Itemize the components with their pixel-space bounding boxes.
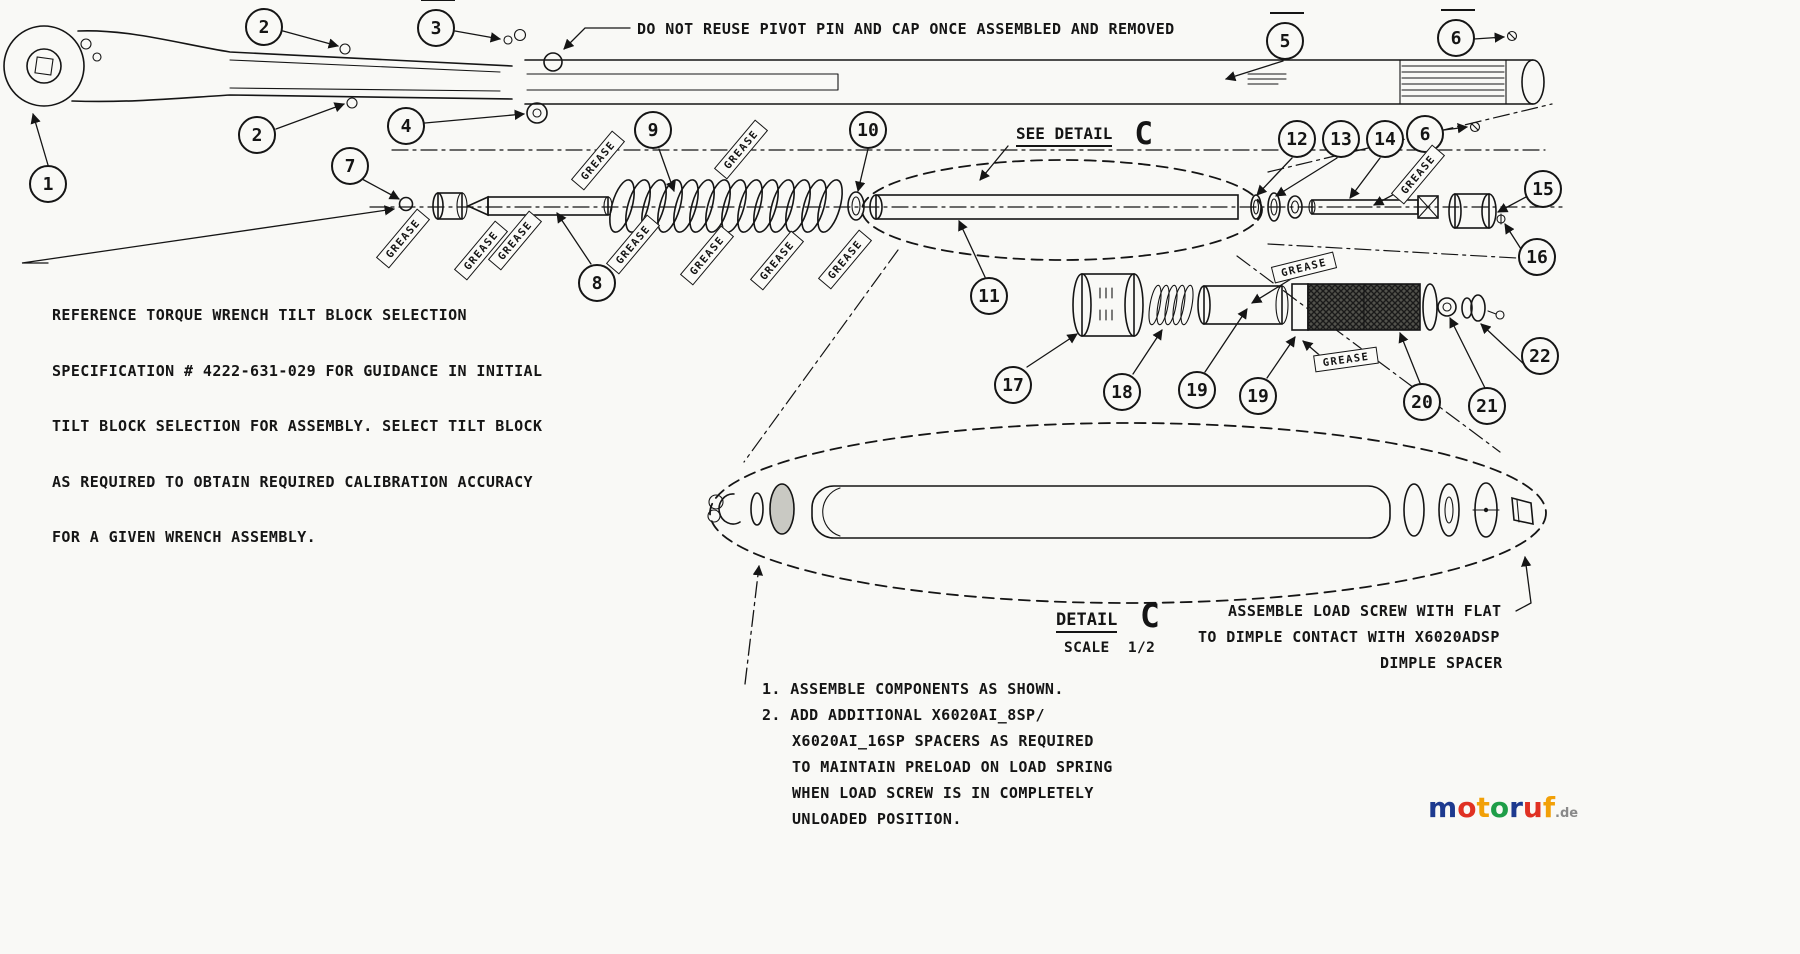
callout-balloon-22: 22: [1521, 337, 1559, 375]
callout-balloon-2a: 2: [245, 0, 283, 46]
reference-note-line: SPECIFICATION # 4222-631-029 FOR GUIDANC…: [52, 361, 543, 380]
detail-c-boundary-ellipse: [709, 422, 1547, 604]
knurled-grip-part-20: [1291, 283, 1438, 331]
load-screw-note-line: ASSEMBLE LOAD SCREW WITH FLAT: [1228, 602, 1502, 620]
assembly-note-line-2: 2. ADD ADDITIONAL X6020AI_8SP/: [762, 706, 1045, 724]
callout-balloon-3: 3: [417, 0, 455, 47]
retaining-clip-drawing: [707, 483, 795, 535]
load-screw-note-line: TO DIMPLE CONTACT WITH X6020ADSP: [1198, 628, 1500, 646]
see-detail-letter: C: [1134, 116, 1153, 152]
brand-marking-lines: [1247, 73, 1287, 85]
detail-spacers-drawing: [1403, 482, 1500, 538]
watermark-letter: o: [1489, 791, 1510, 824]
callout-leader-lines: [30, 30, 1528, 389]
load-screw-drawing: [1511, 496, 1534, 526]
load-screw-note-line: DIMPLE SPACER: [1380, 654, 1503, 672]
assembly-note-line-3: X6020AI_16SP SPACERS AS REQUIRED: [792, 732, 1094, 750]
end-cap-part-15: [1448, 193, 1497, 229]
callout-balloon-7: 7: [331, 147, 369, 185]
callout-balloon-14: 14: [1366, 120, 1404, 158]
preload-spring-part-18: [1146, 283, 1196, 327]
detail-scale-label: SCALE 1/2: [1064, 640, 1156, 656]
callout-balloon-1: 1: [29, 165, 67, 203]
exploded-parts-row-lower: [1072, 273, 1505, 337]
detail-label: DETAIL: [1056, 610, 1118, 633]
callout-balloon-17: 17: [994, 366, 1032, 404]
callout-balloon-8: 8: [578, 264, 616, 302]
pivot-pin-and-clip-drawing: [503, 28, 527, 45]
adjusting-cup-part-17: [1072, 273, 1144, 337]
tilt-block-part-8: [432, 192, 613, 220]
reference-note-line: REFERENCE TORQUE WRENCH TILT BLOCK SELEC…: [52, 306, 467, 324]
spring-seat-part-10: [847, 191, 865, 221]
exploded-parts-row-upper: [398, 159, 1506, 261]
load-screw-rod-drawing: [1308, 195, 1439, 219]
see-detail-label: SEE DETAIL: [1016, 124, 1113, 147]
note-leader-lines: [21, 27, 1532, 685]
callout-balloon-4: 4: [387, 107, 425, 145]
callout-balloon-2b: 2: [238, 116, 276, 154]
retaining-screw-glyphs: [1469, 30, 1518, 133]
callout-balloon-13: 13: [1322, 120, 1360, 158]
spacer-tube-part-19: [1197, 285, 1289, 325]
assembly-note-line-6: UNLOADED POSITION.: [792, 810, 962, 828]
watermark-letter: t: [1476, 791, 1490, 824]
pivot-pin-warning-note: DO NOT REUSE PIVOT PIN AND CAP ONCE ASSE…: [637, 20, 1175, 38]
assembly-note-line-5: WHEN LOAD SCREW IS IN COMPLETELY: [792, 784, 1094, 802]
callout-balloon-9: 9: [634, 111, 672, 149]
callout-balloon-12: 12: [1278, 120, 1316, 158]
watermark-letter: u: [1522, 791, 1543, 824]
reference-note-line: TILT BLOCK SELECTION FOR ASSEMBLY. SELEC…: [52, 417, 543, 435]
retaining-pin-part-16: [1496, 213, 1506, 225]
callout-balloon-20: 20: [1403, 383, 1441, 421]
detail-letter: C: [1140, 596, 1160, 635]
callout-balloon-6b: 6: [1406, 115, 1444, 153]
torque-wrench-assembled-drawing: [3, 25, 1545, 133]
spacer-washers-parts-12-13-14: [1250, 192, 1303, 222]
watermark-letter: m: [1428, 791, 1458, 824]
motoruf-watermark: m o t o r u f .de: [1428, 791, 1578, 824]
callout-balloon-18: 18: [1103, 373, 1141, 411]
callout-balloon-10: 10: [849, 111, 887, 149]
grip-knurl-lines: [1399, 59, 1507, 105]
see-detail-callout: SEE DETAIL C: [1016, 116, 1153, 152]
callout-balloon-15: 15: [1524, 170, 1562, 208]
callout-balloon-19b: 19: [1239, 377, 1277, 415]
end-button-part-22: [1461, 294, 1505, 322]
assembly-note-line-4: TO MAINTAIN PRELOAD ON LOAD SPRING: [792, 758, 1113, 776]
pivot-cap-drawing: [526, 102, 548, 124]
lock-nut-part-21: [1437, 297, 1457, 317]
watermark-letter: f: [1542, 791, 1556, 824]
assembly-note-line-1: 1. ASSEMBLE COMPONENTS AS SHOWN.: [762, 680, 1064, 698]
watermark-domain-suffix: .de: [1555, 806, 1579, 821]
tilt-ball-part-7: [398, 196, 414, 212]
callout-balloon-5: 5: [1266, 12, 1304, 60]
watermark-letter: r: [1509, 791, 1523, 824]
callout-balloon-21: 21: [1468, 387, 1506, 425]
callout-balloon-6a: 6: [1437, 9, 1475, 57]
callout-balloon-11: 11: [970, 277, 1008, 315]
callout-balloon-16: 16: [1518, 238, 1556, 276]
inner-tube-part-11: [869, 194, 1239, 220]
callout-balloon-19a: 19: [1178, 371, 1216, 409]
reference-note-block: REFERENCE TORQUE WRENCH TILT BLOCK SELEC…: [52, 270, 542, 584]
detail-c-caption: DETAIL C: [1056, 596, 1160, 635]
reference-note-line: FOR A GIVEN WRENCH ASSEMBLY.: [52, 528, 317, 546]
reference-note-line: AS REQUIRED TO OBTAIN REQUIRED CALIBRATI…: [52, 472, 533, 491]
see-detail-boundary-ellipse: [861, 159, 1263, 261]
watermark-letter: o: [1457, 791, 1477, 824]
detail-c-view: [707, 422, 1547, 604]
detail-tube-drawing: [811, 485, 1391, 539]
